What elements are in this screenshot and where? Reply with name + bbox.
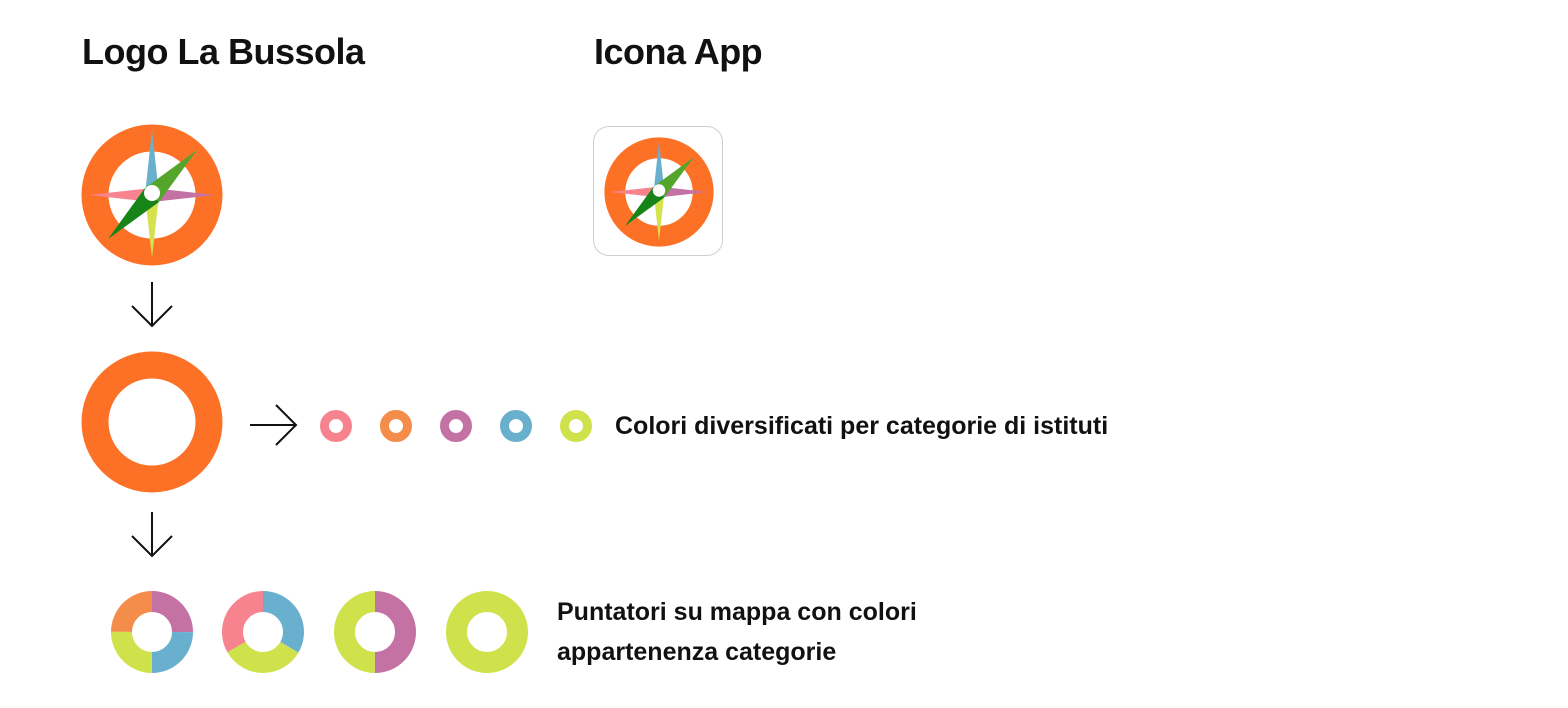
app-icon-section-title: Icona App	[594, 31, 763, 72]
arrow-down-icon	[131, 512, 173, 558]
category-ring-orange-icon	[380, 410, 412, 442]
map-marker-three-colors-icon	[222, 591, 304, 673]
app-icon-tile	[593, 126, 723, 256]
compass-app-icon	[604, 137, 714, 247]
category-ring-yellow-icon	[560, 410, 592, 442]
logo-section-title: Logo La Bussola	[82, 31, 365, 72]
map-marker-two-colors-icon	[334, 591, 416, 673]
map-marker-four-colors-icon	[111, 591, 193, 673]
map-markers-caption-line2: appartenenza categorie	[557, 638, 837, 666]
category-ring-blue-icon	[500, 410, 532, 442]
arrow-down-icon	[131, 282, 173, 328]
category-colors-caption: Colori diversificati per categorie di is…	[615, 412, 1109, 440]
compass-logo-icon	[81, 124, 223, 266]
category-ring-pink-icon	[320, 410, 352, 442]
arrow-right-icon	[250, 404, 298, 446]
map-markers-caption-line1: Puntatori su mappa con colori	[557, 598, 917, 626]
orange-ring-icon	[81, 351, 223, 493]
category-ring-purple-icon	[440, 410, 472, 442]
map-marker-single-color-icon	[446, 591, 528, 673]
